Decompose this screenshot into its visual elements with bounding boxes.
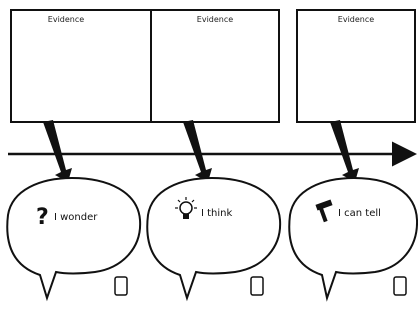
evidence-box-label: Evidence (338, 15, 374, 24)
pointer-arrow (330, 120, 359, 182)
checkbox[interactable] (114, 276, 128, 296)
pointer-arrow (43, 120, 72, 182)
evidence-box-label: Evidence (197, 15, 233, 24)
checkbox[interactable] (250, 276, 264, 296)
speech-bubble[interactable] (6, 176, 142, 302)
question-mark-icon: ? (36, 205, 49, 230)
hammer-icon (315, 199, 333, 223)
panel-1: Evidence ? I wonder (6, 9, 160, 302)
bubble-label: I wonder (54, 212, 98, 223)
bubble-label: I can tell (338, 208, 381, 219)
checkbox[interactable] (393, 276, 407, 296)
lightbulb-icon (175, 197, 197, 219)
panel-2: Evidence I think (146, 9, 282, 302)
pointer-arrow (183, 120, 212, 182)
evidence-box-label: Evidence (48, 15, 84, 24)
evidence-box[interactable] (296, 9, 416, 123)
evidence-box[interactable] (10, 9, 160, 123)
bubble-label: I think (201, 208, 233, 219)
panel-3: Evidence I can tell (288, 9, 418, 302)
evidence-box[interactable] (150, 9, 280, 123)
